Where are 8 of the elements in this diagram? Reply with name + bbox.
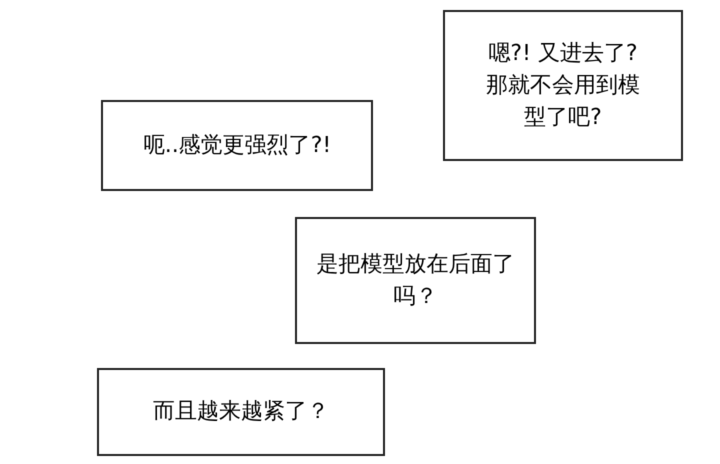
speech-box bbox=[101, 100, 373, 191]
speech-box bbox=[443, 10, 683, 161]
speech-box bbox=[295, 217, 536, 344]
dialogue-text: 而且越来越紧了？ bbox=[153, 398, 329, 426]
dialogue-text: 呃..感觉更强烈了?! bbox=[142, 132, 332, 160]
dialogue-text: 是把模型放在后面了吗？ bbox=[316, 250, 516, 310]
speech-box bbox=[97, 368, 385, 456]
dialogue-text: 嗯?! 又进去了?那就不会用到模型了吧? bbox=[485, 40, 641, 132]
